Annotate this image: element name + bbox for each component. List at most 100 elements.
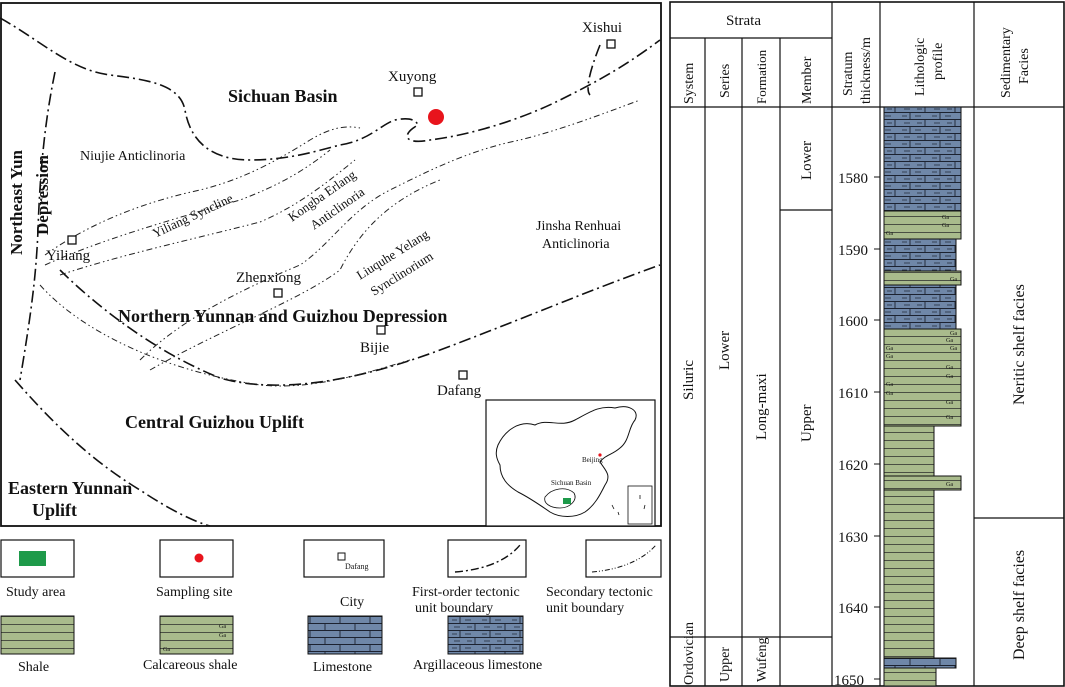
cell-series-upper: Upper <box>718 647 733 682</box>
litho-calc-shale-3 <box>883 328 962 427</box>
legend: Study area Sampling site Dafang City Fir… <box>0 539 662 675</box>
label-central-guizhou: Central Guizhou Uplift <box>125 412 304 432</box>
legend-calcareous-shale: Calcareous shale <box>143 658 237 673</box>
city-bijie: Bijie <box>360 340 390 356</box>
depth-1620: 1620 <box>838 458 868 474</box>
city-marker-xishui <box>606 39 616 49</box>
litho-shale-1 <box>883 425 935 477</box>
legend-ga-2: Ga <box>219 633 226 639</box>
depth-1610: 1610 <box>838 386 868 402</box>
city-marker-dafang <box>458 370 468 380</box>
depth-1630: 1630 <box>838 530 868 546</box>
ga-14: Ga <box>946 400 953 406</box>
header-strata: Strata <box>726 13 761 29</box>
tectonic-map: Sichuan Basin Northeast Yun Depression N… <box>0 2 662 527</box>
city-yiliang: Yiliang <box>46 248 91 264</box>
city-xishui: Xishui <box>582 20 622 36</box>
legend-argillaceous-limestone: Argillaceous limestone <box>413 658 542 673</box>
ga-11: Ga <box>946 374 953 380</box>
city-marker-zhenxiong <box>273 288 283 298</box>
ga-10: Ga <box>946 365 953 371</box>
cell-wufeng: Wufeng <box>755 637 770 682</box>
legend-shale: Shale <box>18 660 49 675</box>
legend-first-order-1: First-order tectonic <box>412 585 520 600</box>
legend-study-area-swatch <box>19 551 46 566</box>
city-marker-bijie <box>376 325 386 335</box>
cell-longmaxi: Long-maxi <box>754 373 770 440</box>
legend-calcareous-swatch <box>159 615 234 655</box>
cell-neritic: Neritic shelf facies <box>1011 284 1028 405</box>
header-member: Member <box>800 56 815 104</box>
city-dafang: Dafang <box>437 383 482 399</box>
ga-9: Ga <box>886 354 893 360</box>
depth-1640: 1640 <box>838 601 868 617</box>
stratigraphic-column: Strata System Series Formation Member St… <box>669 1 1065 687</box>
ga-1: Ga <box>942 215 949 221</box>
label-eastern-yunnan-1: Eastern Yunnan <box>8 478 132 498</box>
label-sichuan-basin: Sichuan Basin <box>228 86 338 106</box>
ga-7: Ga <box>886 346 893 352</box>
label-northern-yunnan: Northern Yunnan and Guizhou Depression <box>118 306 447 326</box>
first-order-boundaries <box>0 17 661 527</box>
depth-1590: 1590 <box>838 243 868 259</box>
legend-city-sample: Dafang <box>345 562 369 571</box>
header-series: Series <box>718 64 733 98</box>
sampling-site-marker <box>428 109 444 125</box>
cell-series-lower: Lower <box>717 331 733 370</box>
ga-16: Ga <box>946 482 953 488</box>
header-thickness-2: thickness/m <box>859 37 874 104</box>
header-lithologic-1: Lithologic <box>913 38 928 96</box>
legend-secondary-2: unit boundary <box>546 601 624 616</box>
legend-ga-1: Ga <box>219 624 226 630</box>
litho-limestone-thin <box>883 657 957 669</box>
header-facies-2: Facies <box>1017 48 1032 84</box>
legend-arg-limestone-swatch <box>447 615 524 655</box>
litho-calc-shale-1 <box>883 210 962 240</box>
inset-sichuan-basin: Sichuan Basin <box>551 479 592 487</box>
ga-6: Ga <box>946 338 953 344</box>
city-marker-xuyong <box>413 87 423 97</box>
legend-study-area: Study area <box>6 585 66 600</box>
legend-sampling-site: Sampling site <box>156 585 233 600</box>
ga-3: Ga <box>886 231 893 237</box>
inset-study-area <box>563 498 571 504</box>
legend-secondary-1: Secondary tectonic <box>546 585 653 600</box>
ga-12: Ga <box>886 382 893 388</box>
city-marker-yiliang <box>67 235 77 245</box>
ga-annotations: Ga Ga Ga Ga Ga Ga Ga Ga Ga Ga Ga Ga Ga G… <box>886 215 957 488</box>
cell-member-upper: Upper <box>799 405 815 443</box>
inset-beijing-dot <box>598 453 602 457</box>
header-facies-1: Sedimentary <box>999 27 1014 98</box>
cell-member-lower: Lower <box>799 141 815 180</box>
depth-1600: 1600 <box>838 314 868 330</box>
cell-ordovician: Ordovician <box>682 622 697 685</box>
depth-1650: 1650 <box>834 673 864 687</box>
legend-limestone: Limestone <box>313 660 372 675</box>
depth-1580: 1580 <box>838 171 868 187</box>
litho-shale-2 <box>883 489 935 659</box>
depth-ticks <box>874 176 880 680</box>
inset-beijing: Beijing <box>582 456 603 464</box>
cell-silurian: Siluric <box>681 360 697 400</box>
ga-5: Ga <box>950 331 957 337</box>
lithologic-profile <box>883 106 962 687</box>
litho-arg-limestone-1 <box>883 106 962 212</box>
city-xuyong: Xuyong <box>388 69 437 85</box>
litho-arg-limestone-3 <box>883 284 957 330</box>
ga-15: Ga <box>946 415 953 421</box>
legend-first-order-2: unit boundary <box>415 601 493 616</box>
legend-ga-3: Ga <box>163 647 170 653</box>
ga-4: Ga <box>950 277 957 283</box>
header-thickness-1: Stratum <box>841 52 856 96</box>
cell-deep: Deep shelf facies <box>1011 550 1028 660</box>
header-formation: Formation <box>754 49 769 104</box>
label-eastern-yunnan-2: Uplift <box>32 500 77 520</box>
header-lithologic-2: profile <box>931 43 946 80</box>
legend-sampling-swatch <box>194 553 204 563</box>
header-system: System <box>682 63 697 104</box>
legend-city: City <box>340 595 364 610</box>
label-jinsha-1: Jinsha Renhuai <box>536 219 621 234</box>
legend-limestone-swatch <box>307 615 383 655</box>
legend-first-order-line <box>454 544 521 573</box>
